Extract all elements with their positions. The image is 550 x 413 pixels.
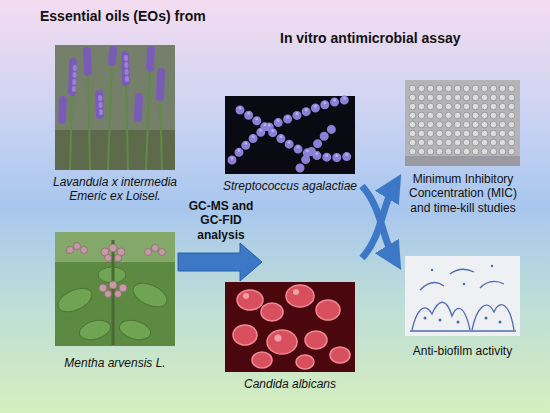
yeast-photo [225, 282, 355, 372]
biofilm-sketch [405, 256, 520, 336]
caption-text: Minimum Inhibitory Concentration (MIC) a… [398, 172, 528, 215]
method-label: GC-MS and GC-FID analysis [180, 199, 262, 242]
caption-text: Lavandula x intermedia Emeric ex Loisel. [35, 175, 195, 204]
microplate-photo [405, 80, 520, 166]
heading: Essential oils (EOs) from [40, 8, 240, 25]
heading: In vitro antimicrobial assay [280, 30, 510, 47]
lavender-photo [55, 45, 175, 170]
caption-text: Mentha arvensis L. [35, 356, 195, 370]
cross-arrows [362, 186, 394, 258]
caption-text: Anti-biofilm activity [390, 344, 535, 358]
caption-text: Candida albicans [210, 377, 370, 391]
bacteria-photo [225, 96, 355, 174]
block-arrow [178, 243, 262, 281]
mint-photo [54, 232, 175, 346]
caption-text: Streptococcus agalactiae [210, 179, 370, 193]
